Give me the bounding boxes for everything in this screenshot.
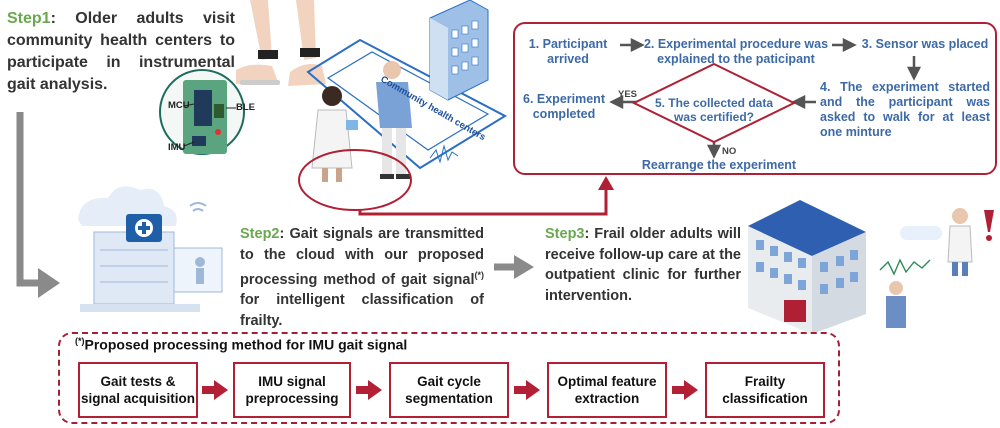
step1-label: Step1 (7, 10, 51, 27)
step2-description: : Gait signals are transmitted to the cl… (240, 226, 484, 288)
step3-label: Step3 (545, 226, 585, 242)
process-step-feature-extraction: Optimal feature extraction (547, 362, 667, 418)
cloud-server-illustration (78, 186, 223, 312)
step1-description: : Older adults visit community health ce… (7, 10, 235, 93)
process-step-acquisition: Gait tests & signal acquisition (78, 362, 198, 418)
processing-title-text: Proposed processing method for IMU gait … (84, 336, 408, 353)
decision-diamond (631, 62, 797, 144)
flow-arrows (609, 37, 922, 159)
flow-step-5: 5. The collected data was certified? (654, 96, 774, 124)
hospital-illustration (748, 200, 994, 334)
sensor-label-ble: BLE (236, 102, 255, 113)
processing-reference-mark: (*) (75, 336, 85, 346)
process-step-segmentation: Gait cycle segmentation (389, 362, 509, 418)
experiment-flow-box (513, 22, 997, 175)
step2-reference-mark: (*) (474, 270, 485, 280)
flow-step-4: 4. The experiment started and the partic… (820, 80, 990, 139)
walking-legs-illustration (236, 0, 326, 86)
flow-rearrange: Rearrange the experiment (641, 158, 797, 172)
step2-description-end: for intelligent classification of frailt… (240, 292, 484, 329)
flow-no-label: NO (722, 146, 737, 157)
step2-to-step3-arrow (494, 255, 534, 279)
flow-step-2: 2. Experimental procedure was explained … (643, 37, 829, 66)
step1-text: Step1: Older adults visit community heal… (7, 8, 235, 96)
sensor-board-illustration (159, 69, 245, 155)
step3-text: Step3: Frail older adults will receive f… (545, 224, 741, 306)
step2-label: Step2 (240, 226, 280, 242)
process-step-preprocessing: IMU signal preprocessing (233, 362, 351, 418)
flow-step-1: 1. Participant arrived (528, 37, 608, 66)
processing-method-box (58, 332, 840, 424)
flow-step-6: 6. Experiment completed (523, 92, 605, 121)
step2-text: Step2: Gait signals are transmitted to t… (240, 224, 484, 331)
processing-method-title: (*)Proposed processing method for IMU ga… (75, 336, 407, 353)
sensor-label-mcu: MCU (168, 100, 190, 111)
community-center-illustration (298, 0, 508, 211)
sensor-label-imu: IMU (168, 142, 186, 153)
step3-description: : Frail older adults will receive follow… (545, 226, 741, 304)
step1-to-step2-arrow (16, 112, 60, 298)
flow-yes-label: YES (618, 89, 638, 100)
process-step-classification: Frailty classification (705, 362, 825, 418)
flow-step-3: 3. Sensor was placed (861, 37, 989, 51)
ellipse-to-flow-arrow (358, 176, 614, 216)
